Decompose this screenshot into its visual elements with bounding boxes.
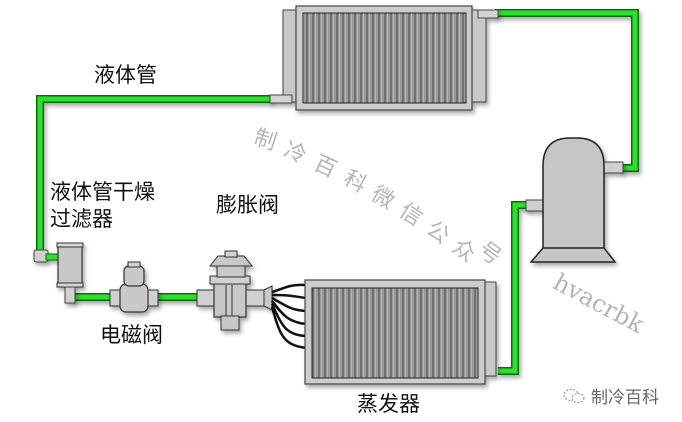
expansion-valve bbox=[196, 250, 273, 331]
brand: 制冷百科 bbox=[563, 383, 659, 408]
label-expansion-valve: 膨胀阀 bbox=[216, 193, 279, 217]
label-solenoid-valve: 电磁阀 bbox=[100, 323, 163, 347]
distributor-tubes bbox=[270, 283, 307, 350]
condenser bbox=[269, 5, 499, 111]
compressor bbox=[525, 137, 624, 263]
label-filter-drier-line2: 过滤器 bbox=[50, 207, 113, 231]
label-liquid-line: 液体管 bbox=[94, 63, 157, 87]
evaporator bbox=[304, 279, 497, 385]
wechat-icon bbox=[563, 388, 585, 404]
refrigerant-pipes bbox=[36, 9, 639, 375]
filter-drier bbox=[33, 242, 84, 304]
brand-name: 制冷百科 bbox=[591, 388, 659, 408]
label-evaporator: 蒸发器 bbox=[357, 392, 420, 416]
label-filter-drier-line1: 液体管干燥 bbox=[50, 180, 155, 204]
solenoid-valve bbox=[109, 261, 159, 313]
